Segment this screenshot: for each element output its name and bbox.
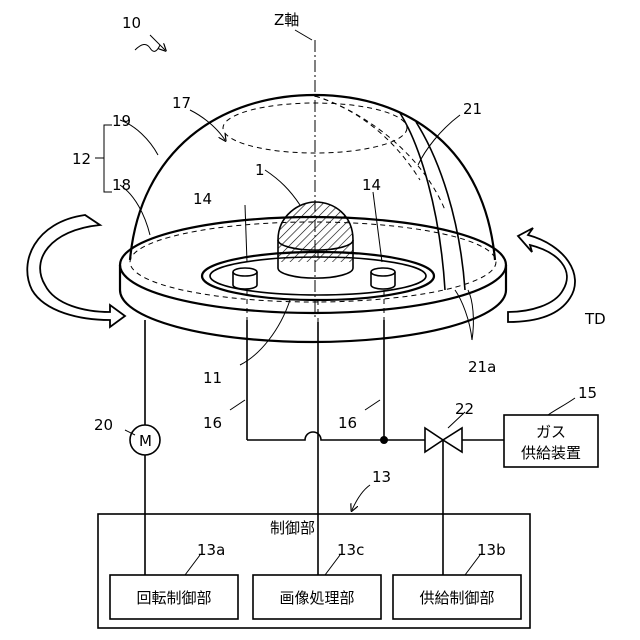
label-nozzle-right: 14 xyxy=(362,176,381,194)
rotation-arrow-right xyxy=(508,228,575,322)
label-table: 11 xyxy=(203,369,222,387)
label-motor-ref: 20 xyxy=(94,416,113,434)
label-supply-ctrl-ref: 13b xyxy=(477,541,506,559)
label-motor-symbol: M xyxy=(139,432,152,450)
label-shutter-edge: 21a xyxy=(468,358,496,376)
gas-supply-line2: 供給装置 xyxy=(521,444,581,462)
label-rotation: TD xyxy=(584,310,606,328)
label-pipe-left: 16 xyxy=(203,414,222,432)
rotation-arrow-left xyxy=(27,215,125,327)
nozzle-left xyxy=(233,268,257,289)
nozzle-right xyxy=(371,268,395,289)
rotation-control-label: 回転制御部 xyxy=(136,589,211,607)
shutter xyxy=(400,113,445,290)
controller-title: 制御部 xyxy=(270,519,315,537)
image-processing-label: 画像処理部 xyxy=(279,589,354,607)
label-nozzle-left: 14 xyxy=(193,190,212,208)
label-gas-ref: 15 xyxy=(578,384,597,402)
label-rot-ctrl-ref: 13a xyxy=(197,541,225,559)
gas-supply-line1: ガス xyxy=(536,423,566,441)
junction xyxy=(380,436,388,444)
label-controller-ref: 13 xyxy=(372,468,391,486)
supply-control-label: 供給制御部 xyxy=(419,589,494,607)
label-shutter: 21 xyxy=(463,100,482,118)
label-valve: 22 xyxy=(455,400,474,418)
label-upper-dome: 19 xyxy=(112,112,131,130)
label-device: 10 xyxy=(122,14,141,32)
label-img-ref: 13c xyxy=(337,541,364,559)
label-z-axis: Z軸 xyxy=(274,11,299,29)
label-chamber: 12 xyxy=(72,150,91,168)
label-substrate: 1 xyxy=(255,161,265,179)
label-interior: 17 xyxy=(172,94,191,112)
label-lower-part: 18 xyxy=(112,176,131,194)
label-pipe-right: 16 xyxy=(338,414,357,432)
